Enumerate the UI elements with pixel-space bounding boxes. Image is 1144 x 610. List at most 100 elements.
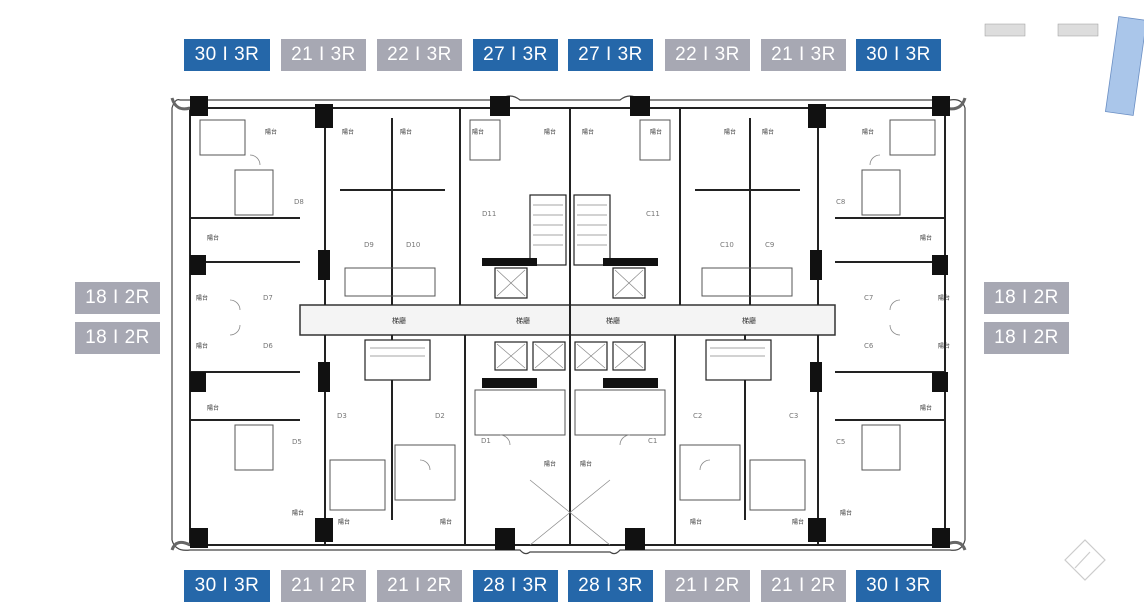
top-tag-5: 27 I 3R: [568, 39, 653, 71]
top-tag-2: 21 I 3R: [281, 39, 366, 71]
tag-label: 21 I 2R: [675, 575, 740, 596]
tag-label: 18 I 2R: [994, 327, 1059, 348]
svg-text:陽台: 陽台: [342, 128, 354, 136]
svg-text:陽台: 陽台: [440, 518, 452, 526]
unit-ids: D8 D9 D10 D11 C11 C10 C9 C8 D7 D6 C7 C6 …: [263, 198, 874, 446]
corridor-label: 梯廳: [742, 316, 756, 325]
svg-text:陽台: 陽台: [292, 509, 304, 517]
corridor-label: 梯廳: [606, 316, 620, 325]
svg-text:D6: D6: [263, 342, 273, 350]
bottom-tag-5: 28 I 3R: [568, 570, 653, 602]
svg-text:陽台: 陽台: [840, 509, 852, 517]
svg-text:C2: C2: [693, 412, 702, 420]
tag-label: 30 I 3R: [866, 575, 931, 596]
bottom-tag-6: 21 I 2R: [665, 570, 750, 602]
bottom-tag-8: 30 I 3R: [856, 570, 941, 602]
balcony-arc: [170, 540, 191, 551]
tag-label: 28 I 3R: [578, 575, 643, 596]
svg-text:D2: D2: [435, 412, 445, 420]
balcony-arc: [170, 97, 191, 111]
left-tag-2: 18 I 2R: [75, 322, 160, 354]
svg-text:陽台: 陽台: [338, 518, 350, 526]
core: [364, 194, 772, 381]
tag-label: 30 I 3R: [194, 44, 260, 65]
svg-text:陽台: 陽台: [862, 128, 874, 136]
svg-text:陽台: 陽台: [650, 128, 662, 136]
bottom-partitions: [190, 261, 945, 545]
svg-text:D7: D7: [263, 294, 273, 302]
svg-text:C10: C10: [720, 241, 734, 249]
right-tag-2: 18 I 2R: [984, 322, 1069, 354]
tag-label: 30 I 3R: [866, 44, 931, 65]
bottom-tag-3: 21 I 2R: [377, 570, 462, 602]
balcony-labels: 陽台 陽台 陽台 陽台 陽台 陽台 陽台 陽台 陽台 陽台 陽台 陽台 陽台 陽…: [196, 128, 950, 526]
svg-text:C9: C9: [765, 241, 774, 249]
top-tag-6: 22 I 3R: [665, 39, 750, 71]
bottom-tag-2: 21 I 2R: [281, 570, 366, 602]
svg-text:D5: D5: [292, 438, 302, 446]
svg-text:陽台: 陽台: [690, 518, 702, 526]
svg-text:陽台: 陽台: [400, 128, 412, 136]
svg-text:陽台: 陽台: [792, 518, 804, 526]
tag-label: 21 I 3R: [291, 44, 356, 65]
svg-text:C7: C7: [864, 294, 873, 302]
svg-text:D11: D11: [482, 210, 496, 218]
tag-label: 21 I 2R: [291, 575, 356, 596]
corridor: [299, 304, 836, 336]
svg-text:陽台: 陽台: [938, 342, 950, 350]
svg-text:C5: C5: [836, 438, 845, 446]
right-tag-1: 18 I 2R: [984, 282, 1069, 314]
svg-text:陽台: 陽台: [762, 128, 774, 136]
svg-text:陽台: 陽台: [472, 128, 484, 136]
top-partitions: [190, 108, 945, 305]
svg-text:陽台: 陽台: [196, 294, 208, 302]
svg-text:D1: D1: [481, 437, 491, 445]
bottom-tag-4: 28 I 3R: [473, 570, 558, 602]
corridor-label: 梯廳: [516, 316, 530, 325]
svg-text:D10: D10: [406, 241, 420, 249]
bottom-tag-1: 30 I 3R: [184, 570, 270, 602]
svg-text:陽台: 陽台: [544, 460, 556, 468]
svg-text:陽台: 陽台: [544, 128, 556, 136]
columns: [190, 96, 950, 550]
svg-text:陽台: 陽台: [920, 234, 932, 242]
svg-text:陽台: 陽台: [724, 128, 736, 136]
tag-label: 18 I 2R: [85, 327, 150, 348]
svg-text:陽台: 陽台: [196, 342, 208, 350]
north-arrow-icon: [1064, 539, 1106, 581]
svg-text:陽台: 陽台: [580, 460, 592, 468]
svg-text:C1: C1: [648, 437, 657, 445]
svg-text:陽台: 陽台: [207, 404, 219, 412]
svg-text:陽台: 陽台: [582, 128, 594, 136]
bottom-tag-7: 21 I 2R: [761, 570, 846, 602]
left-tag-1: 18 I 2R: [75, 282, 160, 314]
svg-text:D9: D9: [364, 241, 374, 249]
svg-text:D3: D3: [337, 412, 347, 420]
svg-text:C11: C11: [646, 210, 660, 218]
room-walls: [199, 119, 936, 511]
top-tag-7: 21 I 3R: [761, 39, 846, 71]
svg-text:陽台: 陽台: [265, 128, 277, 136]
top-tag-1: 30 I 3R: [184, 39, 270, 71]
tag-label: 27 I 3R: [483, 44, 548, 65]
svg-text:陽台: 陽台: [920, 404, 932, 412]
tag-label: 21 I 2R: [771, 575, 836, 596]
svg-text:C6: C6: [864, 342, 874, 350]
svg-text:陽台: 陽台: [938, 294, 950, 302]
tag-label: 18 I 2R: [85, 287, 150, 308]
corridor-label: 梯廳: [392, 316, 406, 325]
door-swings: [229, 154, 901, 471]
tag-label: 27 I 3R: [578, 44, 643, 65]
svg-text:C8: C8: [836, 198, 845, 206]
stair-lines: [370, 204, 765, 546]
tag-label: 21 I 3R: [771, 44, 836, 65]
tag-label: 22 I 3R: [675, 44, 740, 65]
top-tag-3: 22 I 3R: [377, 39, 462, 71]
tag-label: 28 I 3R: [483, 575, 548, 596]
key-plan: [984, 16, 1144, 116]
svg-text:陽台: 陽台: [207, 234, 219, 242]
svg-text:D8: D8: [294, 198, 304, 206]
top-tag-4: 27 I 3R: [473, 39, 558, 71]
tag-label: 21 I 2R: [387, 575, 452, 596]
